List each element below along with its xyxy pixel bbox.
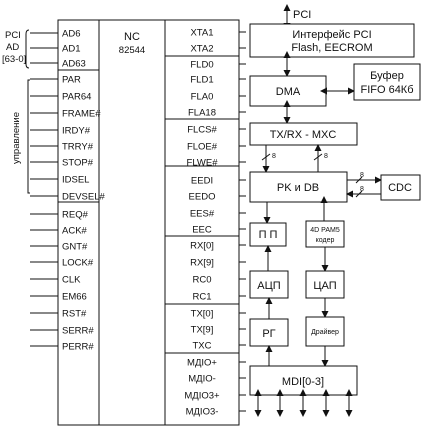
right-pin-label: EEDO	[189, 192, 216, 203]
cdc-block	[380, 174, 421, 201]
pam5-line2: кодер	[316, 237, 335, 244]
pci-top-label: PCI	[293, 9, 311, 21]
left-pin-label: PERR#	[62, 342, 94, 353]
left-pin-label: AD1	[62, 44, 80, 55]
left-pin-label: AD6	[62, 29, 80, 40]
rk-db-label: PK и DB	[277, 182, 319, 194]
right-pin-label: FLA18	[188, 108, 216, 119]
right-pin-label: FLWE#	[187, 158, 219, 169]
left-pin-label: REQ#	[62, 210, 89, 221]
pci-bus-label: PCI	[5, 30, 21, 41]
left-pin-label: LOCK#	[62, 258, 94, 269]
left-pin-label: STOP#	[62, 158, 94, 169]
right-pin-label: RC0	[192, 275, 211, 286]
control-bracket	[27, 79, 30, 194]
right-pin-label: FLCS#	[187, 125, 217, 136]
left-pin-label: IDSEL	[62, 175, 89, 186]
txrx-label: TX/RX - MXC	[270, 129, 337, 141]
bus-slash	[355, 190, 363, 198]
left-pin-label: FRAME#	[62, 109, 101, 120]
rk-db-block	[249, 171, 348, 203]
right-pin-label: RX[9]	[190, 258, 214, 269]
left-pin-label: PAR64	[62, 92, 91, 103]
left-pin-label: TRRY#	[62, 142, 94, 153]
left-pin-label: SERR#	[62, 326, 94, 337]
left-pin-label: EM66	[62, 292, 87, 303]
right-pin-label: EES#	[190, 209, 215, 220]
right-pin-label: RX[0]	[190, 241, 214, 252]
bus-width-label: 8	[272, 153, 276, 160]
left-pin-label: CLK	[62, 275, 81, 286]
pci-interface-block	[249, 23, 415, 58]
right-pin-label: TX[0]	[191, 309, 214, 320]
cdc-label: CDC	[388, 182, 412, 194]
left-pin-label: PAR	[62, 75, 81, 86]
right-pin-label: XTA1	[190, 28, 213, 39]
bus-width-label: 8	[360, 186, 364, 193]
right-pin-label: МДIO-	[188, 374, 216, 385]
driver-label: Драйвер	[311, 328, 339, 336]
dma-label: DMA	[276, 86, 301, 98]
pp-label: П П	[259, 229, 278, 241]
right-pin-label: EEC	[192, 225, 212, 236]
left-pin-label: GNT#	[62, 242, 88, 253]
right-pin-label: TXC	[193, 341, 212, 352]
ad-range-label: [63-0]	[2, 54, 26, 65]
ad-bus-bracket	[25, 29, 30, 69]
right-pin-label: МДIO3-	[186, 407, 219, 418]
fifo-line2: FIFO 64Кб	[360, 84, 413, 96]
adc-label: АЦП	[257, 280, 280, 292]
pci-interface-line1: Интерфейс PCI	[292, 29, 371, 41]
driver-block	[305, 316, 345, 347]
right-pin-label: МДIO3+	[184, 391, 220, 402]
left-pin-label: RST#	[62, 309, 87, 320]
pam5-coder-block	[305, 220, 345, 248]
rg-block	[249, 318, 289, 347]
fifo-line1: Буфер	[370, 70, 404, 82]
right-pin-label: FLD1	[190, 75, 213, 86]
left-pin-label: AD63	[62, 59, 86, 70]
right-pin-label: XTA2	[190, 44, 213, 55]
right-pin-label: EEDI	[191, 176, 213, 187]
chip-name: NC	[124, 31, 140, 43]
fifo-buffer-block	[353, 63, 421, 101]
bus-slash	[313, 153, 323, 161]
right-pin-label: TX[9]	[191, 325, 214, 336]
pam5-line1: 4D PAM5	[310, 227, 340, 234]
right-pin-label: FLOE#	[187, 142, 218, 153]
pci-interface-line2: Flash, EECROM	[291, 42, 372, 54]
left-pin-label: IRDY#	[62, 126, 91, 137]
mdi-label: MDI[0-3]	[282, 376, 324, 388]
left-pin-label: ACK#	[62, 226, 88, 237]
right-pin-label: RC1	[192, 292, 211, 303]
bus-slash	[355, 176, 363, 184]
bus-slash	[261, 153, 271, 161]
right-pin-label: FLD0	[190, 60, 213, 71]
bus-width-label: 8	[360, 172, 364, 179]
txrx-mac-block	[249, 122, 358, 146]
adc-block	[249, 270, 289, 299]
right-pin-label: МДIO+	[187, 358, 217, 369]
bus-width-label: 8	[324, 153, 328, 160]
rg-label: РГ	[262, 328, 275, 340]
right-pin-label: FLA0	[191, 92, 214, 103]
control-label: управление	[11, 112, 22, 164]
dac-label: ЦАП	[313, 280, 336, 292]
chip-part-number: 82544	[119, 45, 145, 56]
ad-bus-label: AD	[6, 42, 19, 53]
left-pin-label: DEVSEL#	[62, 192, 105, 203]
chip-outline	[57, 19, 240, 426]
